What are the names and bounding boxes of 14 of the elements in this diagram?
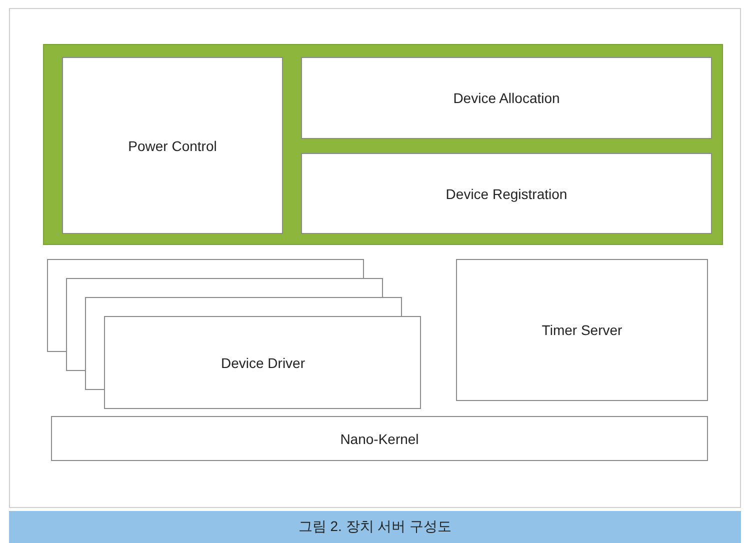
layer-band	[43, 44, 723, 245]
module-label: Device Registration	[446, 186, 568, 202]
module-label: Device Driver	[220, 355, 305, 371]
module-label: Device Allocation	[453, 90, 560, 106]
module-box	[62, 57, 283, 234]
caption: 그림 2. 장치 서버 구성도	[298, 518, 452, 536]
module-box	[456, 259, 708, 401]
layer-box	[51, 416, 708, 461]
module-label: Nano-Kernel	[340, 430, 419, 446]
stacked-module-box	[47, 259, 422, 410]
module-label: Power Control	[128, 138, 217, 154]
module-box	[301, 153, 712, 234]
module-box	[301, 57, 712, 139]
module-label: Timer Server	[542, 322, 622, 338]
